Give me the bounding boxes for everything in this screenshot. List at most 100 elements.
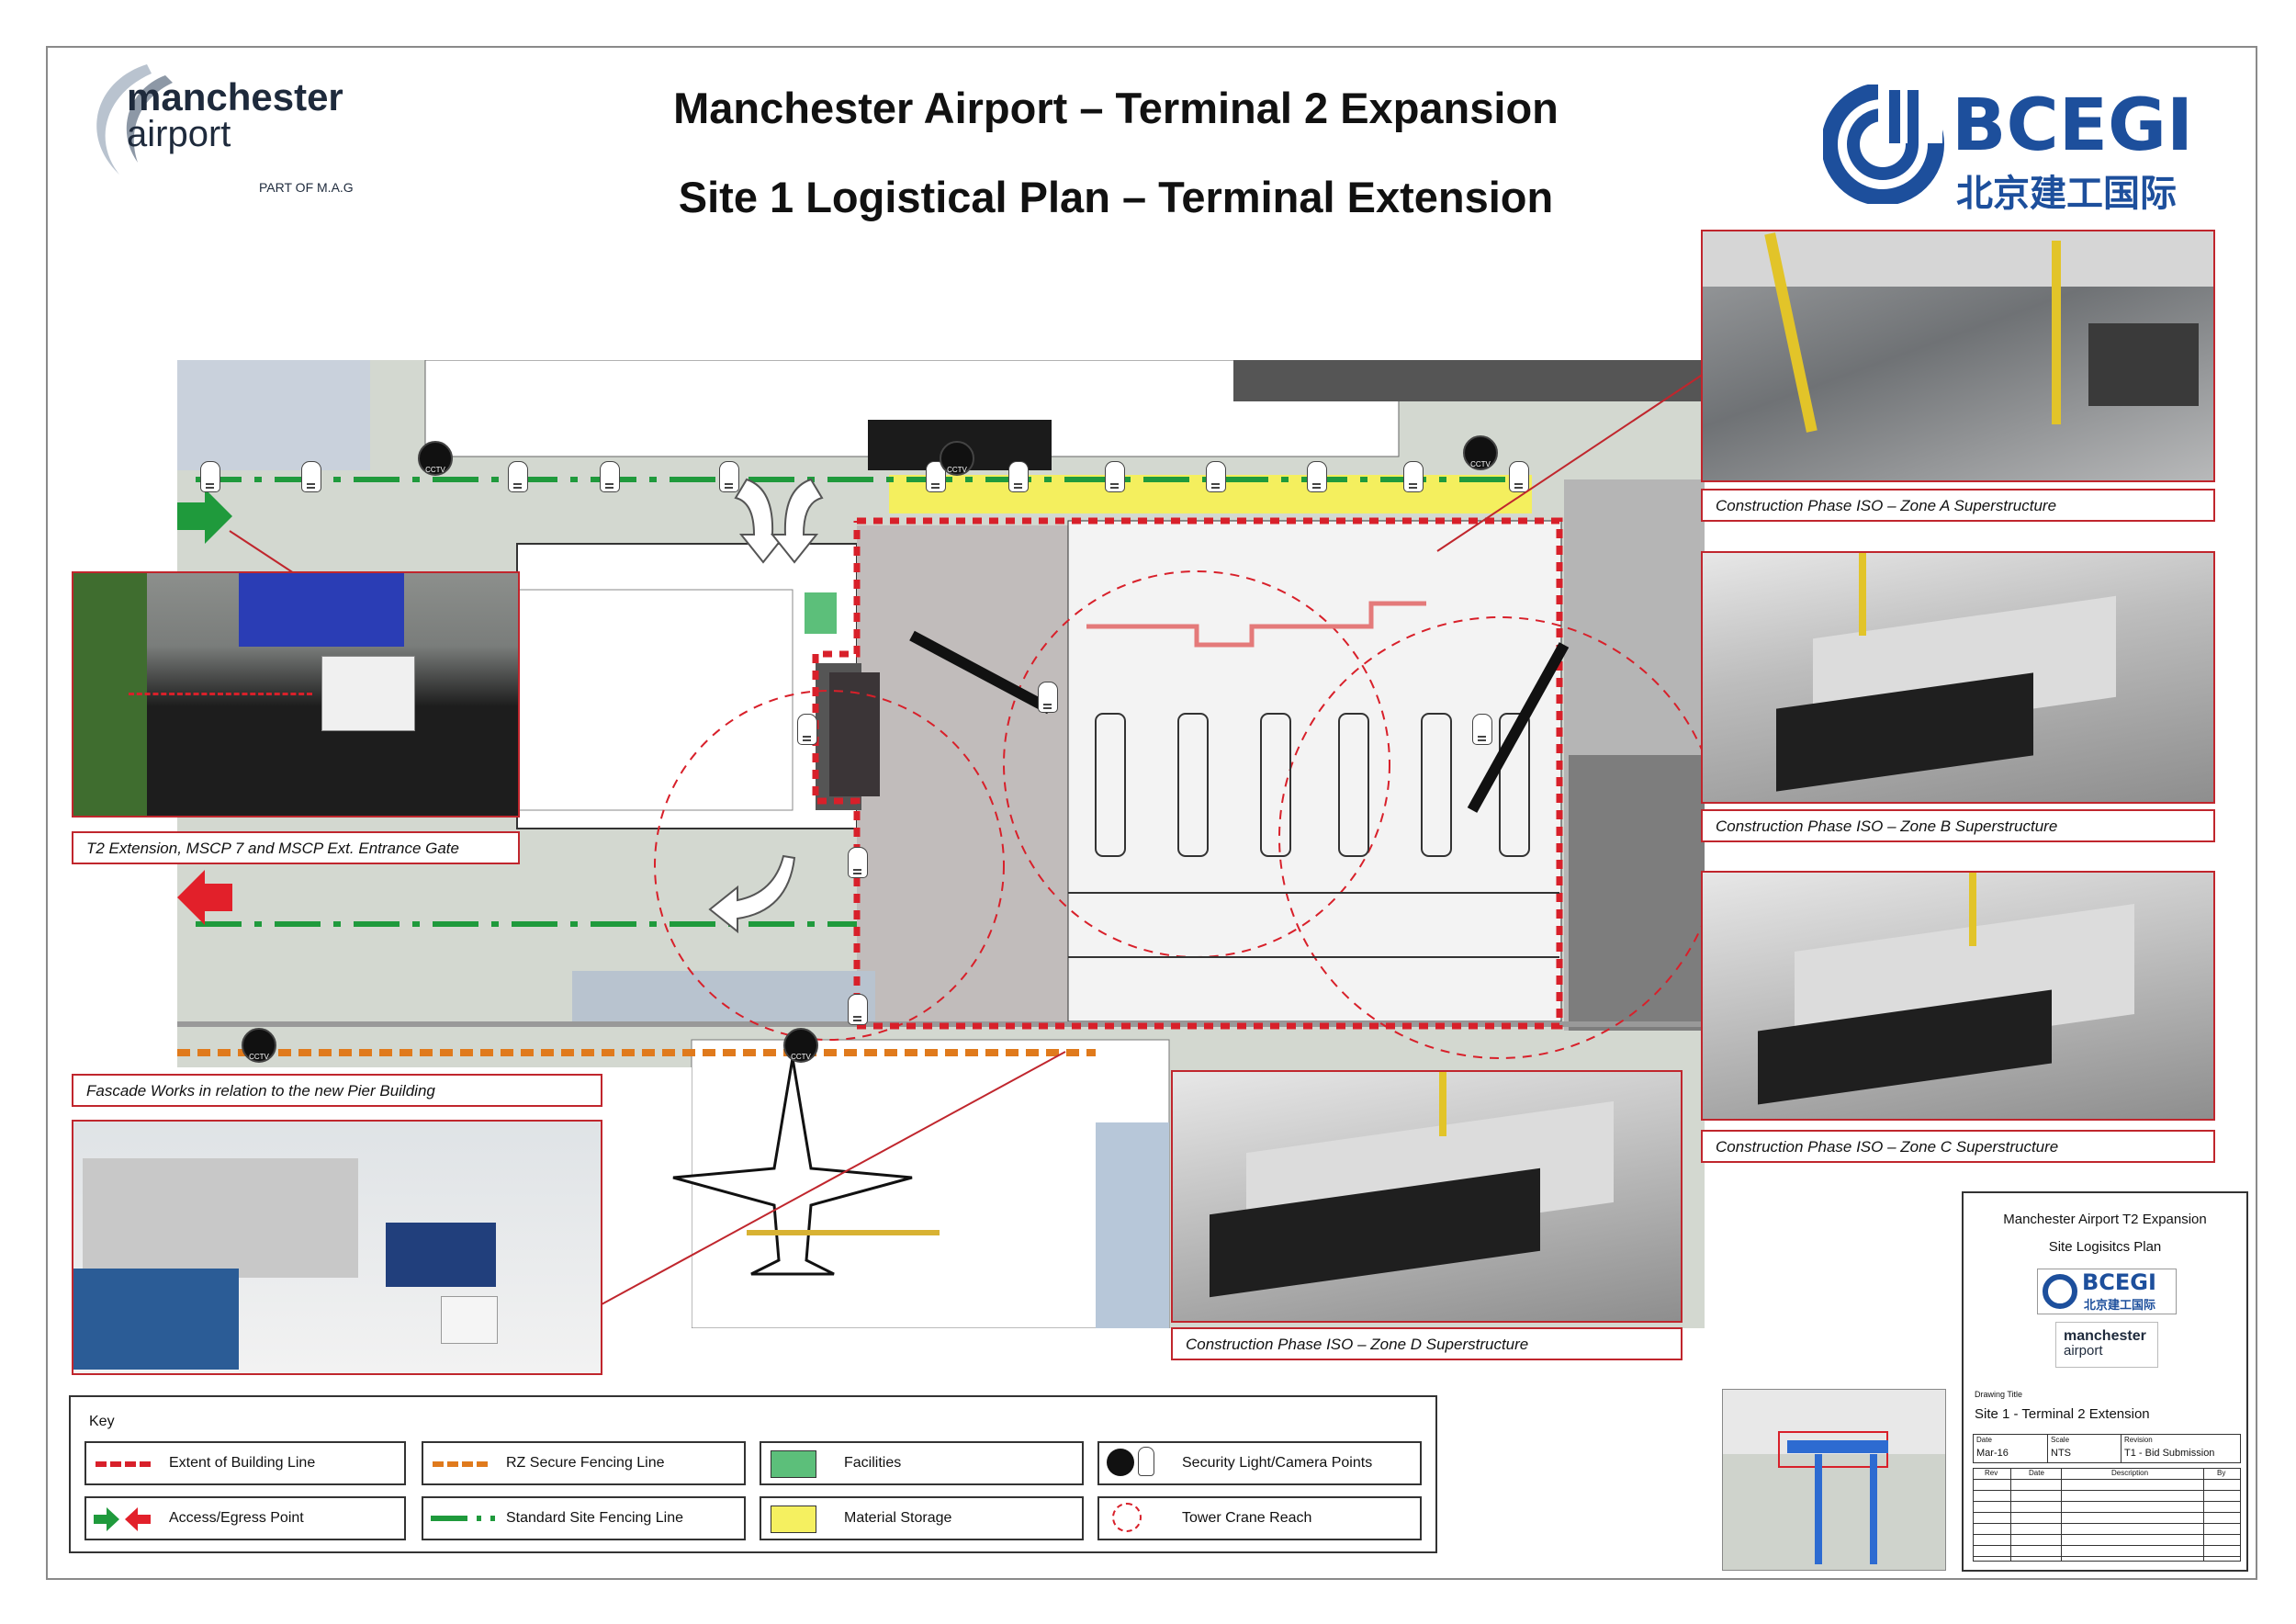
entrance-gate-image xyxy=(72,571,520,818)
cctv-camera-icon: CCTV xyxy=(1463,435,1498,470)
bcegi-swirl-icon xyxy=(2043,1274,2077,1309)
manchester-airport-logo: manchester airport PART OF M.A.G xyxy=(64,57,377,204)
security-light-icon xyxy=(1138,1447,1154,1476)
security-light-icon xyxy=(797,714,817,745)
crane-reach-swatch xyxy=(1112,1503,1142,1532)
date-col-header: Date xyxy=(2029,1469,2044,1477)
legend-item: RZ Secure Fencing Line xyxy=(422,1441,746,1485)
mag-tagline: PART OF M.A.G xyxy=(259,180,354,195)
legend-title: Key xyxy=(89,1414,115,1429)
drawing-frame xyxy=(46,46,2257,1580)
security-light-icon xyxy=(1038,682,1058,713)
by-col-header: By xyxy=(2217,1469,2226,1477)
security-light-icon xyxy=(1206,461,1226,492)
zone-c-caption: Construction Phase ISO – Zone C Superstr… xyxy=(1701,1130,2215,1163)
legend-label: Tower Crane Reach xyxy=(1182,1510,1312,1526)
security-light-icon xyxy=(508,461,528,492)
zone-b-caption: Construction Phase ISO – Zone B Superstr… xyxy=(1701,809,2215,842)
legend-label: Material Storage xyxy=(844,1510,952,1526)
facilities-area xyxy=(805,592,837,634)
legend-label: Facilities xyxy=(844,1455,902,1471)
cctv-camera-icon: CCTV xyxy=(783,1028,818,1063)
security-light-icon xyxy=(1105,461,1125,492)
legend-key: Key Extent of Building Line RZ Secure Fe… xyxy=(69,1395,1437,1553)
legend-item: Facilities xyxy=(760,1441,1084,1485)
bcegi-small-logo: BCEGI 北京建工国际 xyxy=(2037,1269,2177,1314)
description-col-header: Description xyxy=(2111,1469,2149,1477)
security-light-icon xyxy=(301,461,321,492)
rz-fence-swatch xyxy=(433,1461,488,1467)
bcegi-small-chinese: 北京建工国际 xyxy=(2084,1299,2156,1313)
bcegi-swirl-icon xyxy=(1823,85,1944,204)
access-arrow-icon xyxy=(177,489,232,544)
facade-caption: Fascade Works in relation to the new Pie… xyxy=(72,1074,602,1107)
zone-a-caption: Construction Phase ISO – Zone A Superstr… xyxy=(1701,489,2215,522)
security-light-icon xyxy=(848,847,868,878)
legend-label: Extent of Building Line xyxy=(169,1455,316,1471)
cctv-camera-icon: CCTV xyxy=(940,441,974,476)
project-name: Manchester Airport T2 Expansion xyxy=(2003,1212,2207,1227)
site-fence-swatch xyxy=(431,1516,495,1521)
date-label: Date xyxy=(1976,1436,1992,1444)
legend-label: RZ Secure Fencing Line xyxy=(506,1455,665,1471)
legend-label: Standard Site Fencing Line xyxy=(506,1510,684,1526)
legend-item: Extent of Building Line xyxy=(84,1441,406,1485)
revision-value: T1 - Bid Submission xyxy=(2124,1448,2215,1459)
security-light-icon xyxy=(200,461,220,492)
bcegi-logo: BCEGI 北京建工国际 xyxy=(1823,85,2218,215)
egress-arrow-icon xyxy=(177,870,232,925)
revision-label: Revision xyxy=(2124,1436,2153,1444)
legend-item: Tower Crane Reach xyxy=(1097,1496,1422,1540)
page-title: Manchester Airport – Terminal 2 Expansio… xyxy=(673,84,1559,132)
bcegi-chinese-word: 北京建工国际 xyxy=(1956,173,2177,215)
security-light-icon xyxy=(1307,461,1327,492)
facilities-swatch xyxy=(771,1450,816,1478)
page-subtitle: Site 1 Logistical Plan – Terminal Extens… xyxy=(678,173,1554,221)
security-light-icon xyxy=(719,461,739,492)
security-light-icon xyxy=(1008,461,1029,492)
security-light-icon xyxy=(1403,461,1424,492)
cctv-camera-icon: CCTV xyxy=(418,441,453,476)
airport-small-word: airport xyxy=(2064,1343,2103,1359)
revision-table: Rev Date Description By xyxy=(1973,1468,2241,1562)
date-value: Mar-16 xyxy=(1976,1448,2009,1459)
drawing-info-row: Date Mar-16 Scale NTS Revision T1 - Bid … xyxy=(1973,1434,2241,1463)
bcegi-logo-word: BCEGI xyxy=(1952,85,2194,167)
title-block: Manchester Airport T2 Expansion Site Log… xyxy=(1962,1191,2248,1572)
legend-label: Security Light/Camera Points xyxy=(1182,1455,1373,1471)
facade-works-image xyxy=(72,1120,602,1375)
legend-item: Access/Egress Point xyxy=(84,1496,406,1540)
plan-name: Site Logisitcs Plan xyxy=(2048,1239,2162,1255)
zone-d-caption: Construction Phase ISO – Zone D Superstr… xyxy=(1171,1327,1683,1360)
bcegi-small-word: BCEGI xyxy=(2082,1269,2156,1295)
security-light-icon xyxy=(1472,714,1492,745)
manchester-small-logo: manchester airport xyxy=(2055,1322,2158,1368)
security-light-icon xyxy=(926,461,946,492)
airport-logo-word: airport xyxy=(127,114,231,154)
security-light-icon xyxy=(600,461,620,492)
drawing-title: Site 1 - Terminal 2 Extension xyxy=(1975,1406,2150,1422)
location-minimap xyxy=(1722,1389,1946,1571)
material-storage-swatch xyxy=(771,1506,816,1533)
legend-item: Material Storage xyxy=(760,1496,1084,1540)
entrance-gate-caption: T2 Extension, MSCP 7 and MSCP Ext. Entra… xyxy=(72,831,520,864)
manchester-swoosh-icon xyxy=(96,64,173,175)
drawing-title-label: Drawing Title xyxy=(1975,1390,2023,1399)
legend-item: Security Light/Camera Points xyxy=(1097,1441,1422,1485)
cctv-camera-icon: CCTV xyxy=(242,1028,276,1063)
zone-c-iso-image xyxy=(1701,871,2215,1121)
zone-b-iso-image xyxy=(1701,551,2215,804)
security-light-icon xyxy=(1509,461,1529,492)
manchester-small-word: manchester xyxy=(2064,1328,2146,1344)
scale-label: Scale xyxy=(2051,1436,2070,1444)
manchester-logo-word: manchester xyxy=(127,75,343,118)
zone-a-iso-image xyxy=(1701,230,2215,482)
building-line-swatch xyxy=(96,1461,151,1467)
zone-d-iso-image xyxy=(1171,1070,1683,1323)
access-egress-arrows-icon xyxy=(94,1507,151,1531)
legend-label: Access/Egress Point xyxy=(169,1510,304,1526)
legend-item: Standard Site Fencing Line xyxy=(422,1496,746,1540)
security-light-icon xyxy=(848,994,868,1025)
cctv-camera-icon xyxy=(1107,1449,1134,1476)
rev-col-header: Rev xyxy=(1985,1469,1998,1477)
